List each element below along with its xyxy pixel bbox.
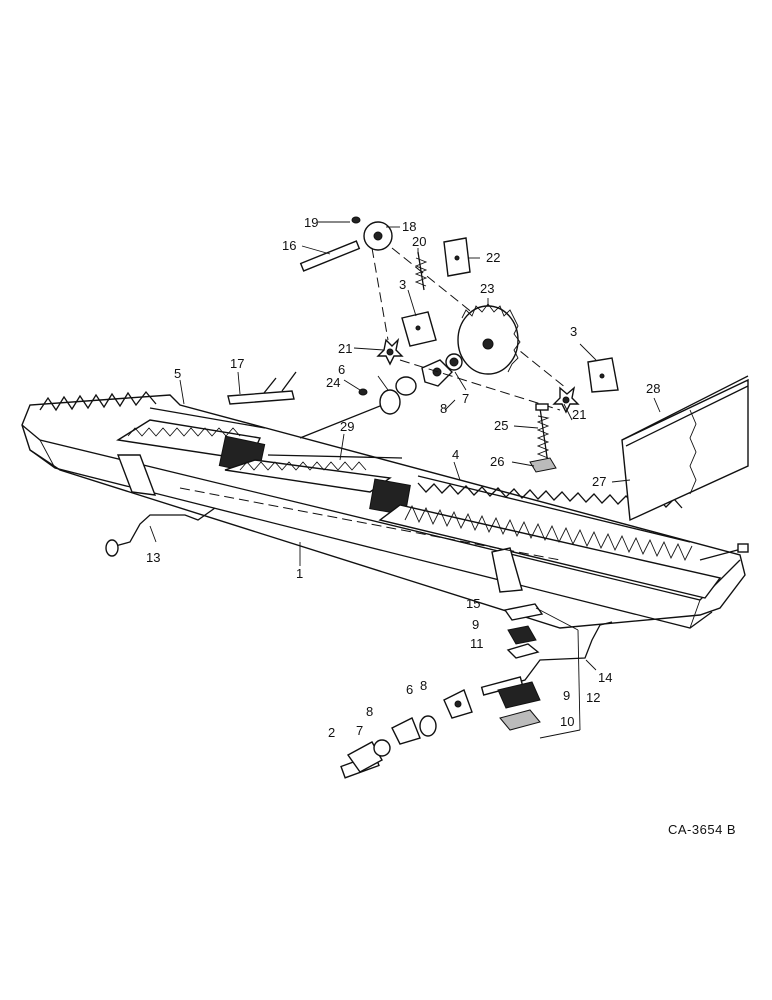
rod-5 (149, 407, 266, 429)
callout-6-lower: 6 (406, 682, 413, 697)
callout-23: 23 (480, 281, 494, 296)
rod-29 (267, 454, 403, 459)
callout-8-lower-left: 8 (366, 704, 373, 719)
callout-3-left: 3 (399, 277, 406, 292)
callout-2: 2 (328, 725, 335, 740)
callout-14: 14 (598, 670, 612, 685)
callout-13: 13 (146, 550, 160, 565)
bolt-25 (535, 403, 550, 465)
callout-26: 26 (490, 454, 504, 469)
shaft-assembly (299, 353, 463, 439)
callout-21-right: 21 (572, 407, 586, 422)
diagram-code: CA-3654 B (668, 822, 736, 837)
callout-21-left: 21 (338, 341, 352, 356)
callout-29: 29 (340, 419, 354, 434)
callout-19: 19 (304, 215, 318, 230)
callout-3-right: 3 (570, 324, 577, 339)
leader-lines (149, 221, 661, 671)
trough-body (21, 390, 749, 629)
callout-10: 10 (560, 714, 574, 729)
callout-1: 1 (296, 566, 303, 581)
callout-6-upper: 6 (338, 362, 345, 377)
callout-27: 27 (592, 474, 606, 489)
callout-15: 15 (466, 596, 480, 611)
crank-14 (480, 621, 613, 696)
callout-9-lower: 9 (563, 688, 570, 703)
lower-bearing-assembly (340, 689, 473, 779)
callouts: 1 2 3 3 4 5 6 6 7 7 8 8 8 9 9 10 11 12 1… (146, 215, 660, 740)
bracket-17 (227, 371, 297, 405)
callout-5: 5 (174, 366, 181, 381)
callout-20: 20 (412, 234, 426, 249)
callout-24: 24 (326, 375, 340, 390)
callout-25: 25 (494, 418, 508, 433)
callout-4: 4 (452, 447, 459, 462)
callout-9-upper: 9 (472, 617, 479, 632)
callout-8-upper: 8 (440, 401, 447, 416)
callout-16: 16 (282, 238, 296, 253)
callout-7-upper: 7 (462, 391, 469, 406)
sprocket-23 (457, 303, 521, 375)
callout-22: 22 (486, 250, 500, 265)
callout-11: 11 (470, 636, 484, 651)
callout-28: 28 (646, 381, 660, 396)
chain-drive (299, 216, 580, 414)
callout-7-lower: 7 (356, 723, 363, 738)
callout-12: 12 (586, 690, 600, 705)
callout-18: 18 (402, 219, 416, 234)
callout-17: 17 (230, 356, 244, 371)
nut-26 (529, 457, 557, 473)
crank-13 (105, 507, 216, 557)
callout-8-lower-right: 8 (420, 678, 427, 693)
panel-27 (621, 375, 749, 522)
pillow-block-assembly (497, 603, 581, 739)
